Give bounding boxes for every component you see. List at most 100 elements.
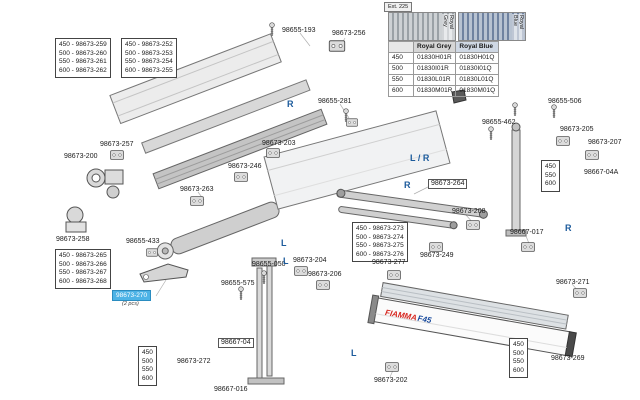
parts-box-row: 450 - 98673-265 <box>59 252 107 259</box>
case-lid-drawing <box>109 33 282 125</box>
parts-box-row: 500 - 98673-260 <box>59 49 107 57</box>
parts-box-row: 450 <box>545 163 556 170</box>
parts-box-row: 500 - 98673-274 <box>356 233 404 241</box>
fabric-col-grey-header: Royal Grey <box>412 41 457 53</box>
bracket-icon <box>234 172 248 182</box>
parts-box-row: 500 - 98673-266 <box>59 260 107 268</box>
parts-box-row: 550 - 98673-275 <box>356 242 404 249</box>
part-label-98673-264: 98673-264 <box>428 179 468 189</box>
part-label-98655-050: 98655-050 <box>252 261 286 268</box>
fabric-code-blue: 01830L01Q <box>455 74 500 86</box>
fabric-row: 550 01830L01R 01830L01Q <box>388 74 500 86</box>
fabric-code-grey: 01830M01R <box>412 85 457 97</box>
fabric-col-size-header <box>388 41 414 53</box>
parts-box-row: 600 <box>142 374 153 382</box>
bracket-icon <box>521 242 535 252</box>
parts-box-row: 600 <box>513 366 524 374</box>
part-label-98667-016: 98667-016 <box>214 386 248 393</box>
part-label-98655-281: 98655-281 <box>318 98 352 105</box>
part-label-98673-263: 98673-263 <box>180 186 214 193</box>
fabric-size: 450 <box>388 52 414 64</box>
highlighted-arm-drawing <box>139 263 189 283</box>
part-label-98673-200: 98673-200 <box>64 153 98 160</box>
part-label-98655-193: 98655-193 <box>282 27 316 34</box>
fabric-code-blue: 01830H01Q <box>455 52 500 64</box>
part-label-98673-257: 98673-257 <box>100 141 134 148</box>
part-label-98673-206: 98673-206 <box>308 271 342 278</box>
fabric-size: 500 <box>388 63 414 75</box>
fabric-row: 450 01830H01R 01830H01Q <box>388 52 500 64</box>
fabric-swatch-blue-label: Royal Blue <box>512 14 524 40</box>
part-label-98673-269: 98673-269 <box>551 355 585 362</box>
fabric-code-grey: 01830I01R <box>412 63 457 75</box>
parts-box-row: 450 - 98673-259 <box>59 41 107 48</box>
bracket-icon <box>266 148 280 158</box>
bracket-icon <box>294 266 308 276</box>
parts-box-row: 450 <box>142 349 153 356</box>
bracket-icon <box>110 150 124 160</box>
side-marker-l-center: L <box>283 256 289 266</box>
bracket-icon <box>328 40 346 52</box>
front-case-panel-drawing <box>263 110 451 210</box>
parts-box-row: 600 - 98673-268 <box>59 277 107 285</box>
fabric-code-blue: 01830I01Q <box>455 63 500 75</box>
parts-box-row: 550 - 98673-267 <box>59 269 107 276</box>
screw-icon <box>238 286 244 300</box>
roller-tube-drawing <box>156 201 280 260</box>
rail-profile-upper-drawing <box>141 79 311 154</box>
bracket-icon <box>346 118 358 127</box>
parts-box-row: 600 - 98673-255 <box>125 66 173 74</box>
part-label-98673-205: 98673-205 <box>560 126 594 133</box>
parts-box-row: 550 <box>545 171 556 179</box>
part-label-98673-202: 98673-202 <box>374 377 408 384</box>
fabric-swatch-grey-label: Royal Grey <box>442 14 454 40</box>
part-label-98673-271: 98673-271 <box>556 279 590 286</box>
bracket-icon <box>387 270 401 280</box>
side-marker-r-top: R <box>287 99 294 109</box>
rail-profile-lower-drawing <box>152 108 328 190</box>
fabric-code-grey: 01830H01R <box>412 52 457 64</box>
highlighted-part-label: 98673-270 <box>112 290 152 301</box>
right-support-leg-drawing <box>505 122 527 237</box>
parts-box-row: 600 - 98673-262 <box>59 66 107 74</box>
highlighted-part-qty: (2 pcs) <box>122 301 139 307</box>
side-marker-r-mid: R <box>404 180 411 190</box>
bracket-icon <box>429 242 443 252</box>
part-label-98655-506: 98655-506 <box>548 98 582 105</box>
fabric-swatch-royal-blue: Royal Blue <box>458 12 526 41</box>
side-marker-r-right: R <box>565 223 572 233</box>
fabric-col-blue-header: Royal Blue <box>455 41 500 53</box>
parts-box-row: 450 - 98673-273 <box>356 225 404 232</box>
parts-box-row: 500 <box>142 357 153 365</box>
part-label-98673-249: 98673-249 <box>420 252 454 259</box>
center-support-leg-drawing <box>247 257 285 385</box>
part-label-98673-207: 98673-207 <box>588 139 622 146</box>
parts-box-row: 500 <box>513 349 524 357</box>
bracket-icon <box>466 220 480 230</box>
part-label-98673-204: 98673-204 <box>293 257 327 264</box>
part-label-98673-258: 98673-258 <box>56 236 90 243</box>
parts-box-row: 600 <box>545 180 556 187</box>
bracket-icon <box>556 136 570 146</box>
part-label-98655-575: 98655-575 <box>221 280 255 287</box>
screw-icon <box>488 126 494 140</box>
side-marker-lr: L / R <box>410 153 430 163</box>
fabric-size: 550 <box>388 74 414 86</box>
fabric-code-grey: 01830L01R <box>412 74 457 86</box>
fabric-row: 600 01830M01R 01830M01Q <box>388 85 500 97</box>
part-label-98673-208: 98673-208 <box>452 208 486 215</box>
part-label-98673-246: 98673-246 <box>228 163 262 170</box>
parts-box-row: 600 - 98673-276 <box>356 250 404 258</box>
fabric-swatch-royal-grey: Royal Grey <box>388 12 456 41</box>
parts-box-row: 550 - 98673-254 <box>125 58 173 65</box>
support-arms-drawing <box>336 188 488 230</box>
bracket-icon <box>190 196 204 206</box>
part-label-98667-04: 98667-04 <box>218 338 254 348</box>
